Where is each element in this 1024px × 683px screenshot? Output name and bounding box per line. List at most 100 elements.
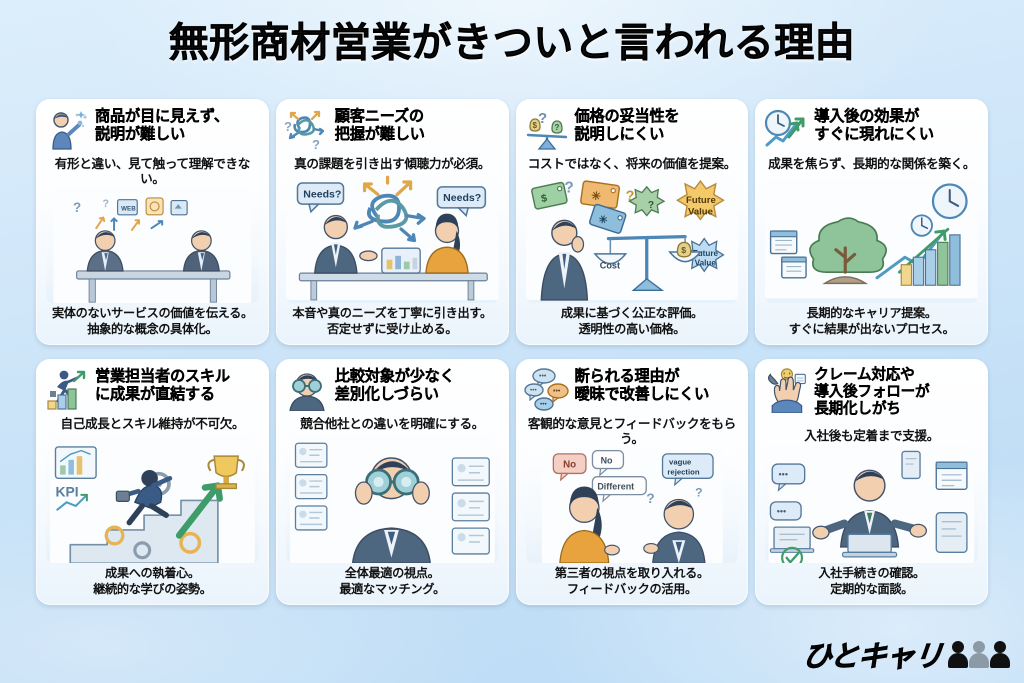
card-6-heading: 比較対象が少なく 差別化しづらい bbox=[335, 367, 501, 403]
svg-text:•••: ••• bbox=[539, 373, 547, 380]
svg-text:?: ? bbox=[564, 180, 573, 197]
card-8-footer: 入社手続きの確認。 定期的な面談。 bbox=[763, 563, 980, 599]
card-1-footer: 実体のないサービスの価値を伝える。 抽象的な概念の具体化。 bbox=[44, 303, 261, 339]
svg-text:$: $ bbox=[540, 192, 548, 205]
svg-text:?: ? bbox=[647, 199, 653, 211]
svg-text:No: No bbox=[563, 460, 576, 471]
card-1[interactable]: 商品が目に見えず、 説明が難しい 有形と違い、見て触って理解できない。 ? ? … bbox=[36, 99, 269, 345]
card-7-heading: 断られる理由が 曖昧で改善しにくい bbox=[574, 367, 741, 403]
card-5-heading-line-1: 営業担当者のスキル bbox=[95, 367, 230, 385]
svg-text:?: ? bbox=[73, 200, 81, 215]
svg-text:KPI: KPI bbox=[55, 484, 78, 500]
card-2-illustration: Needs? Needs? bbox=[285, 174, 499, 304]
brand-logo[interactable]: ひとキャリ bbox=[800, 633, 1010, 675]
svg-text:Value: Value bbox=[687, 207, 712, 218]
svg-text:✳: ✳ bbox=[590, 190, 602, 203]
card-7-heading-line-2: 曖昧で改善しにくい bbox=[574, 384, 710, 403]
card-3[interactable]: ? $ ? 価格の妥当性を 説明しにくい コストではなく、将来の価値を提案。 bbox=[515, 99, 749, 345]
card-6-illustration bbox=[285, 434, 499, 564]
card-7-subtitle: 客観的な意見とフィードバックをもらう。 bbox=[527, 416, 736, 447]
svg-text:WEB: WEB bbox=[121, 206, 136, 213]
card-5[interactable]: 営業担当者のスキル に成果が直結する 自己成長とスキル維持が不可欠。 KPI bbox=[36, 359, 269, 605]
svg-text:$: $ bbox=[681, 245, 686, 255]
card-8-heading-line-1: クレーム対応や bbox=[814, 366, 915, 383]
two-people-icon bbox=[948, 640, 1010, 668]
card-7[interactable]: ••• ••• ••• ••• 断られる理由が 曖昧で改善しにくい bbox=[515, 359, 749, 605]
card-6-header: 比較対象が少なく 差別化しづらい bbox=[284, 367, 501, 413]
svg-text:Value: Value bbox=[694, 259, 716, 268]
card-4-header: 導入後の効果が すぐに現れにくい bbox=[763, 107, 980, 153]
svg-text:?: ? bbox=[625, 188, 634, 204]
card-5-footer: 成果への執着心。 継続的な学びの姿勢。 bbox=[44, 563, 261, 599]
page-title: 無形商材営業がきついと言われる理由 bbox=[168, 20, 856, 66]
card-4-subtitle: 成果を焦らず、長期的な関係を築く。 bbox=[768, 156, 976, 171]
balance-scale-money-bags-icon: ? $ ? bbox=[524, 107, 570, 151]
card-2[interactable]: ? ? 顧客ニーズの 把握が難しい 真の課題を引き出す傾聴力が必須。 bbox=[275, 99, 509, 345]
card-1-header: 商品が目に見えず、 説明が難しい bbox=[44, 107, 261, 153]
svg-text:?: ? bbox=[538, 110, 547, 127]
card-4[interactable]: 導入後の効果が すぐに現れにくい 成果を焦らず、長期的な関係を築く。 bbox=[755, 99, 988, 345]
svg-text:•••: ••• bbox=[777, 507, 786, 517]
card-2-heading-line-1: 顧客ニーズの bbox=[334, 107, 425, 125]
person-silhouette-dark-2 bbox=[990, 640, 1010, 668]
card-8-illustration: ••• ••• bbox=[765, 446, 978, 564]
svg-text:Needs?: Needs? bbox=[443, 192, 481, 204]
person-silhouette-grey bbox=[969, 640, 989, 668]
card-4-footer-line-2: すぐに結果が出ないプロセス。 bbox=[788, 322, 955, 337]
card-3-footer-line-2: 透明性の高い価格。 bbox=[578, 322, 686, 337]
card-5-heading: 営業担当者のスキル に成果が直結する bbox=[95, 367, 261, 403]
card-2-footer: 本音や真のニーズを丁寧に引き出す。 否定せずに受け止める。 bbox=[284, 303, 501, 339]
card-1-footer-line-1: 実体のないサービスの価値を伝える。 bbox=[51, 306, 253, 321]
phone-complaint-hands-icon bbox=[763, 367, 809, 414]
svg-text:•••: ••• bbox=[530, 387, 538, 394]
card-4-heading: 導入後の効果が すぐに現れにくい bbox=[814, 107, 980, 143]
svg-text:Future: Future bbox=[686, 195, 716, 206]
card-6[interactable]: 比較対象が少なく 差別化しづらい 競合他社との違いを明確にする。 bbox=[275, 359, 509, 605]
card-1-heading-line-2: 説明が難しい bbox=[95, 124, 185, 143]
card-3-heading: 価格の妥当性を 説明しにくい bbox=[574, 107, 741, 143]
speech-bubbles-icon: ••• ••• ••• ••• bbox=[523, 367, 570, 411]
card-8-footer-line-2: 定期的な面談。 bbox=[830, 582, 914, 597]
card-4-illustration bbox=[765, 174, 978, 304]
svg-text:?: ? bbox=[554, 123, 559, 132]
svg-text:?: ? bbox=[695, 485, 702, 499]
card-4-footer-line-1: 長期的なキャリア提案。 bbox=[806, 306, 938, 321]
card-5-illustration: KPI bbox=[46, 434, 259, 564]
card-3-footer: 成果に基づく公正な評価。 透明性の高い価格。 bbox=[524, 303, 741, 339]
svg-text:Future: Future bbox=[692, 249, 718, 258]
card-1-illustration: ? ? WEB bbox=[46, 189, 259, 304]
svg-text:•••: ••• bbox=[553, 388, 561, 395]
card-5-subtitle: 自己成長とスキル維持が不可欠。 bbox=[60, 416, 245, 431]
tangled-knot-arrows-icon: ? ? bbox=[284, 107, 330, 152]
svg-text:Cost: Cost bbox=[599, 260, 619, 270]
card-8[interactable]: クレーム対応や 導入後フォローが 長期化しがち 入社後も定着まで支援。 ••• … bbox=[755, 359, 988, 605]
person-with-sparkles-icon bbox=[44, 107, 90, 151]
card-7-footer: 第三者の視点を取り入れる。 フィードバックの活用。 bbox=[524, 563, 741, 599]
svg-text:?: ? bbox=[102, 198, 109, 210]
card-8-heading: クレーム対応や 導入後フォローが 長期化しがち bbox=[814, 366, 980, 418]
person-silhouette-dark bbox=[948, 640, 968, 668]
card-5-footer-line-2: 継続的な学びの姿勢。 bbox=[93, 582, 212, 597]
card-7-heading-line-1: 断られる理由が bbox=[574, 367, 680, 385]
card-6-footer-line-2: 最適なマッチング。 bbox=[339, 582, 445, 597]
card-8-heading-line-3: 長期化しがち bbox=[814, 399, 901, 417]
svg-text:?: ? bbox=[312, 137, 320, 151]
card-4-heading-line-2: すぐに現れにくい bbox=[814, 124, 934, 143]
card-2-footer-line-2: 否定せずに受け止める。 bbox=[327, 322, 458, 337]
card-4-heading-line-1: 導入後の効果が bbox=[814, 107, 920, 125]
svg-text:No: No bbox=[600, 456, 612, 466]
card-3-footer-line-1: 成果に基づく公正な評価。 bbox=[560, 306, 703, 321]
card-2-heading: 顧客ニーズの 把握が難しい bbox=[335, 107, 501, 143]
card-5-footer-line-1: 成果への執着心。 bbox=[105, 566, 200, 581]
card-1-heading: 商品が目に見えず、 説明が難しい bbox=[95, 107, 261, 143]
card-1-footer-line-2: 抽象的な概念の具体化。 bbox=[87, 322, 218, 337]
svg-text:?: ? bbox=[284, 119, 292, 134]
card-1-heading-line-1: 商品が目に見えず、 bbox=[95, 107, 229, 125]
card-8-header: クレーム対応や 導入後フォローが 長期化しがち bbox=[763, 366, 980, 425]
svg-text:Needs?: Needs? bbox=[303, 188, 341, 200]
card-1-subtitle: 有形と違い、見て触って理解できない。 bbox=[54, 156, 251, 187]
card-3-heading-line-1: 価格の妥当性を bbox=[574, 107, 680, 125]
svg-text:•••: ••• bbox=[540, 401, 548, 408]
card-6-heading-line-1: 比較対象が少なく bbox=[334, 367, 455, 385]
